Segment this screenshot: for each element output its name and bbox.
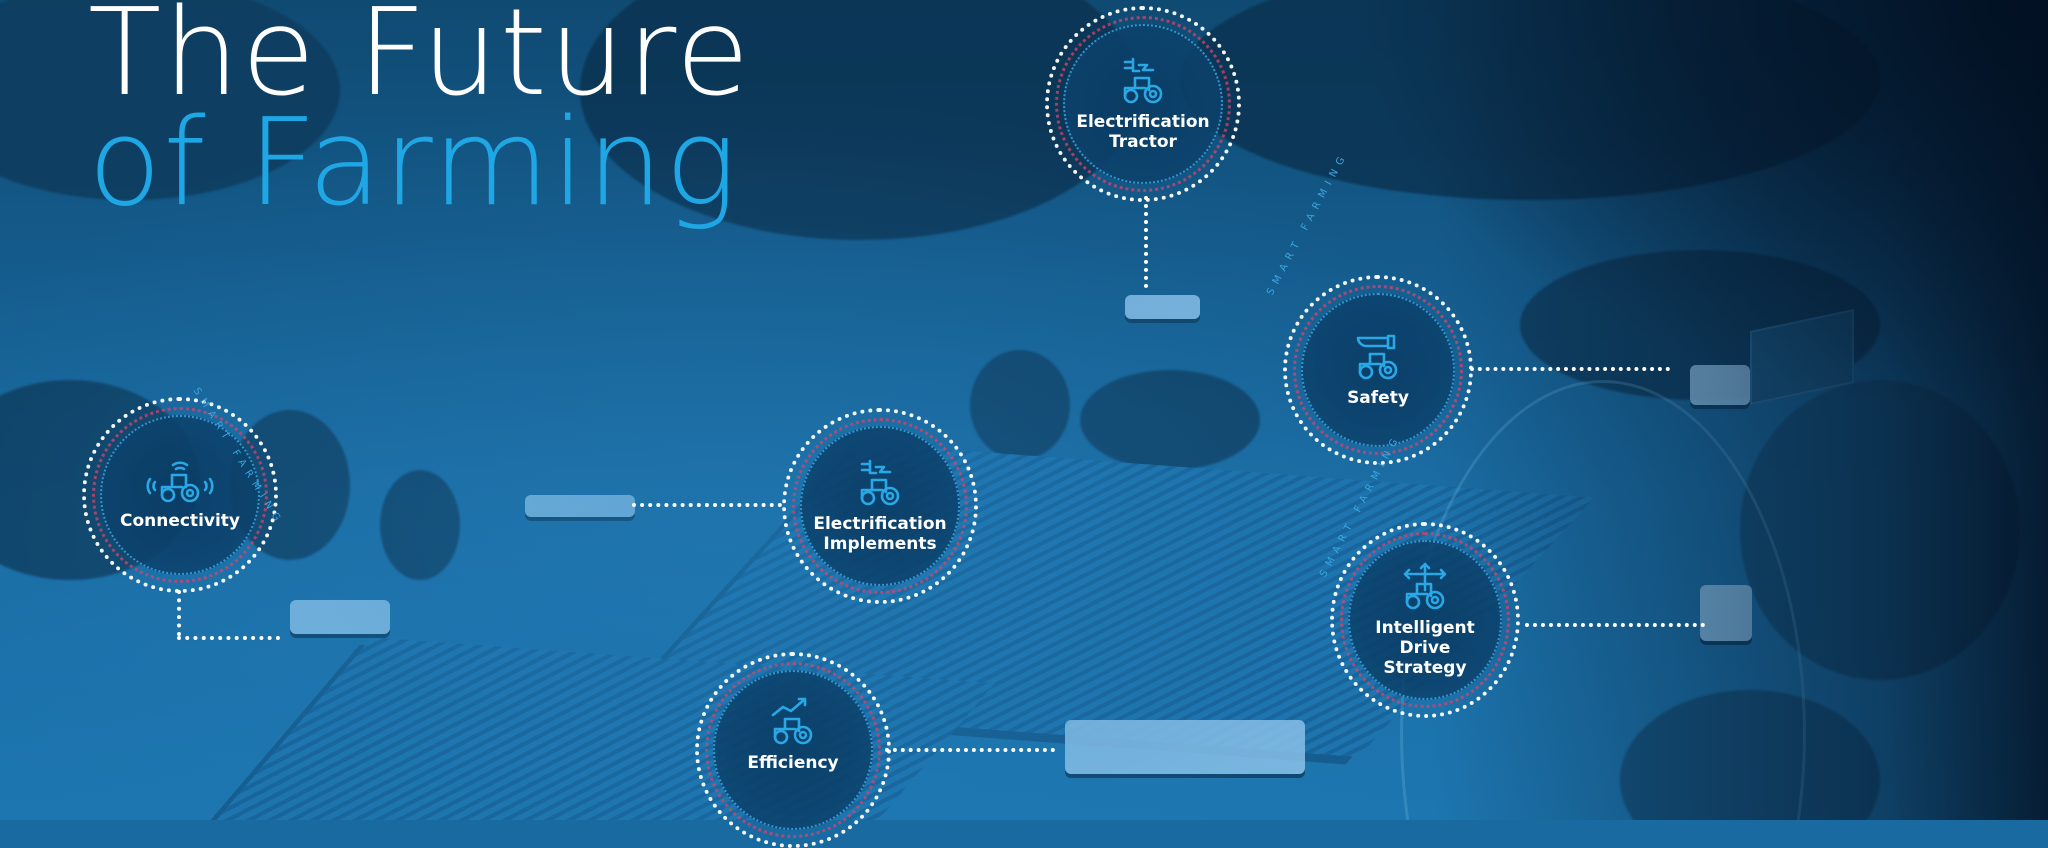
dotted-ring — [782, 408, 978, 604]
label-line: Efficiency — [747, 753, 839, 773]
label-line: Intelligent — [1375, 618, 1475, 638]
feature-circle — [100, 415, 260, 575]
feature-label: Safety — [1347, 388, 1409, 408]
connector-connectivity-h — [177, 636, 280, 640]
connector-efficiency — [885, 748, 1055, 752]
electric-plug-tractor-icon — [1123, 57, 1163, 104]
dotted-ring — [792, 418, 968, 594]
connector-electrification-tractor — [1144, 196, 1148, 288]
hand-over-tractor-icon — [1356, 334, 1398, 380]
dotted-ring — [1045, 6, 1241, 202]
feature-efficiency[interactable]: Efficiency — [695, 652, 891, 848]
title-line-2: of Farming — [88, 94, 739, 233]
feature-safety[interactable]: Safety — [1283, 275, 1473, 465]
trend-up-tractor-icon — [771, 697, 813, 745]
feature-electrification-tractor[interactable]: Electrification Tractor — [1045, 6, 1241, 202]
label-line: Implements — [823, 534, 937, 554]
feature-circle — [800, 426, 960, 586]
feature-intelligent-drive-strategy[interactable]: Intelligent Drive Strategy — [1330, 522, 1520, 718]
feature-electrification-implements[interactable]: Electrification Implements — [782, 408, 978, 604]
title-line-1: The Future — [88, 0, 752, 123]
connector-electrification-implements — [632, 503, 782, 507]
label-line: Safety — [1347, 388, 1409, 408]
feature-circle — [713, 670, 873, 830]
connector-connectivity-v — [177, 590, 181, 636]
label-line: Drive — [1399, 638, 1451, 658]
farm-scene-background — [0, 0, 2048, 820]
label-line: Tractor — [1109, 132, 1177, 152]
label-line: Electrification — [1076, 112, 1210, 132]
dotted-ring — [1055, 16, 1231, 192]
dotted-ring — [82, 397, 278, 593]
feature-label: Efficiency — [747, 753, 838, 773]
dotted-ring — [92, 407, 268, 583]
feature-circle — [1063, 24, 1223, 184]
dotted-ring — [1283, 275, 1473, 465]
feature-label: Electrification Implements — [813, 514, 946, 554]
feature-circle — [1301, 293, 1455, 447]
feature-label: Intelligent Drive Strategy — [1375, 618, 1475, 678]
connector-intelligent-drive — [1525, 623, 1705, 627]
wireless-tractor-icon — [146, 461, 214, 503]
dotted-ring — [1330, 522, 1520, 718]
label-line: Electrification — [813, 514, 947, 534]
electric-plug-tractor-icon — [860, 459, 900, 506]
dotted-ring — [1293, 285, 1463, 455]
connector-safety — [1470, 367, 1670, 371]
dotted-ring — [1340, 532, 1510, 708]
label-line: Strategy — [1383, 658, 1467, 678]
feature-label: Electrification Tractor — [1076, 112, 1209, 152]
feature-connectivity[interactable]: Connectivity — [82, 397, 278, 593]
label-line: Connectivity — [119, 511, 241, 531]
page-title: The Future of Farming — [88, 0, 751, 224]
direction-arrows-tractor-icon — [1403, 562, 1447, 610]
feature-label: Connectivity — [120, 511, 240, 531]
